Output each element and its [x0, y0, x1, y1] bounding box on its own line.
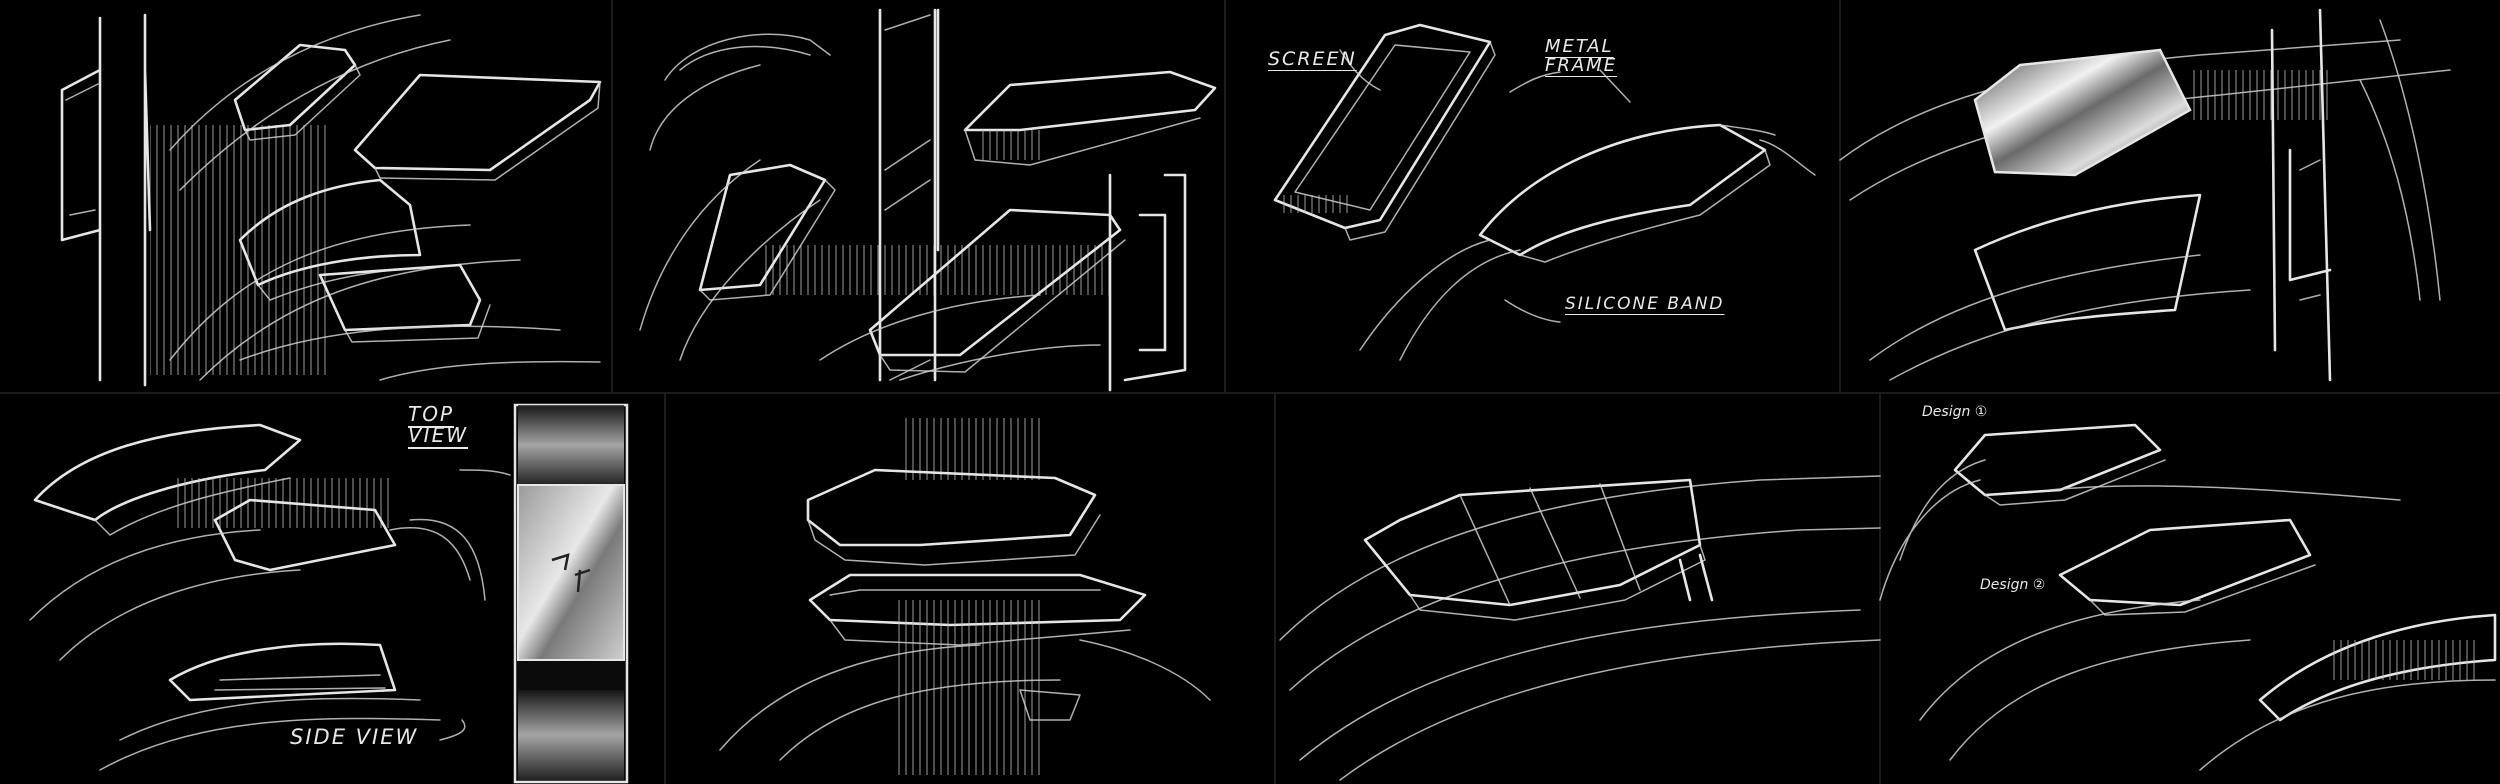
sketch-panel-7: [1279, 475, 1881, 781]
label-top-view: TOP VIEW: [408, 402, 468, 447]
hatch-shading: [2330, 640, 2480, 680]
label-design-1: Design ①: [1922, 404, 1988, 420]
sketch-panel-6: [719, 418, 1211, 775]
hatch-shading: [895, 600, 1045, 775]
sketch-panel-4: [1839, 8, 2451, 382]
sketch-panel-2: [639, 8, 1217, 392]
sketch-panel-8: [1879, 423, 2497, 771]
glossy-screen: [1973, 48, 2192, 177]
hatch-shading: [1280, 195, 1350, 213]
hatch-shading: [980, 130, 1040, 160]
hatch-shading: [900, 418, 1045, 480]
sketch-panel-1: [60, 13, 602, 387]
label-silicone-band: SILICONE BAND: [1565, 294, 1725, 314]
sketch-panel-3: [1273, 23, 1816, 361]
hatch-shading: [150, 125, 330, 375]
label-design-2: Design ②: [1980, 577, 2046, 593]
label-screen: SCREEN: [1268, 48, 1357, 70]
label-metal-frame: METAL FRAME: [1545, 36, 1618, 76]
label-side-view: SIDE VIEW: [290, 725, 419, 749]
sketch-panel-5: [29, 403, 629, 784]
top-view-screen: [517, 484, 625, 661]
hatch-shading: [2190, 70, 2330, 120]
